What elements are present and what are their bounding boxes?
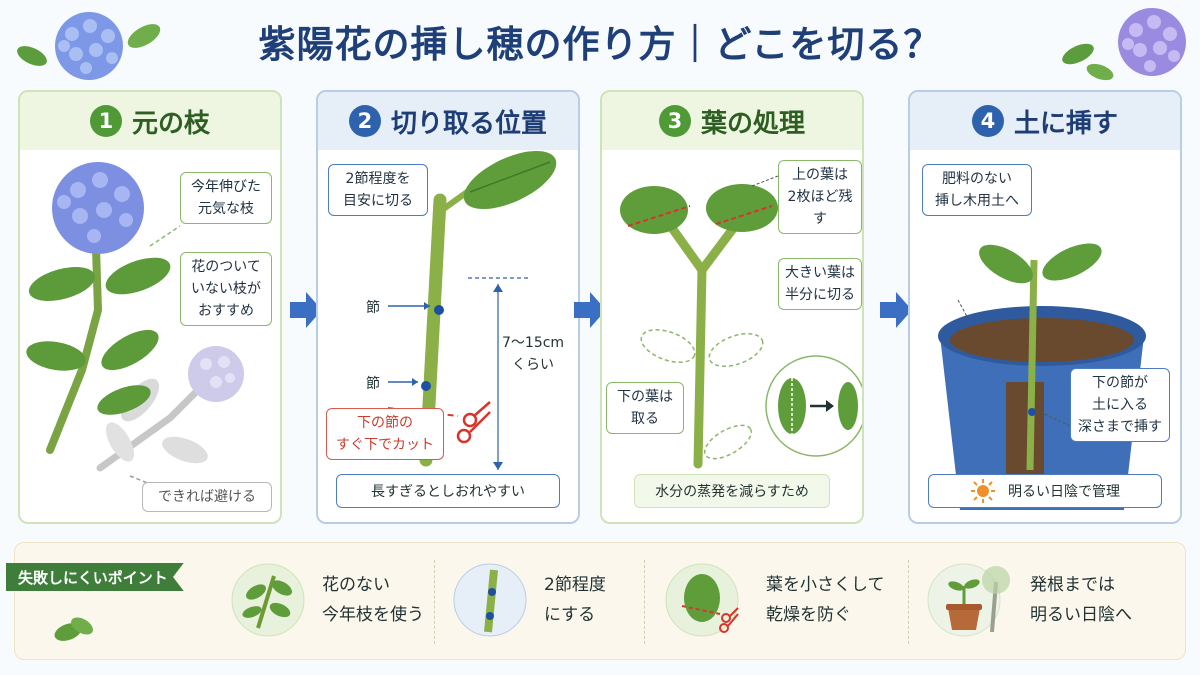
page-title: 紫陽花の挿し穂の作り方｜どこを切る？ <box>258 23 942 66</box>
step-2-footer: 長すぎるとしおれやすい <box>336 474 560 508</box>
step-4-callout-soil: 肥料のない 挿し木用土へ <box>922 164 1032 216</box>
step-3-callout-remove-lower: 下の葉は 取る <box>606 382 684 434</box>
step-3-panel: 3 葉の処理 上の葉は 2枚ほど残す 大きい葉は 半分に切る 下の葉は 取る 水… <box>600 90 864 524</box>
leaf-icon <box>54 617 93 641</box>
step-2-heading: 2 切り取る位置 <box>318 92 578 150</box>
hydrangea-right-icon <box>1062 8 1186 81</box>
arrow-right-icon <box>880 292 912 328</box>
sun-icon <box>971 479 995 503</box>
step-4-panel: 4 土に挿す 肥料のない 挿し木用土へ 下の節が 土に入る 深さまで挿す 明るい… <box>908 90 1182 524</box>
step-4-footer-text: 明るい日陰で管理 <box>1008 484 1120 500</box>
step-2-callout-two-nodes: 2節程度を 目安に切る <box>328 164 428 216</box>
step-4-heading: 4 土に挿す <box>910 92 1180 150</box>
branch-illustration <box>26 162 244 493</box>
step-3-callout-halve: 大きい葉は 半分に切る <box>778 258 862 310</box>
tip-2-text: 2節程度 にする <box>544 575 606 625</box>
tip-1-icon <box>231 563 305 637</box>
length-label: 7〜15cm くらい <box>502 335 565 373</box>
step-1-title: 元の枝 <box>131 108 210 139</box>
step-1-number: 1 <box>89 105 122 137</box>
step-1-callout-vigorous: 今年伸びた 元気な枝 <box>180 172 272 224</box>
step-4-footer: 明るい日陰で管理 <box>928 474 1162 508</box>
tip-3-icon <box>665 563 739 637</box>
step-3-number: 3 <box>658 105 691 137</box>
step-2-panel: 2 切り取る位置 2節程度を 目安に切る 節 節 7〜15cm くらい 下の節の… <box>316 90 580 524</box>
step-2-number: 2 <box>348 105 381 137</box>
arrow-right-icon <box>290 292 322 328</box>
arrow-right-icon <box>574 292 606 328</box>
scissors-icon <box>456 401 491 444</box>
tip-divider <box>908 560 909 644</box>
step-3-callout-keep-top: 上の葉は 2枚ほど残す <box>778 160 862 234</box>
node-label-lower: 節 <box>366 376 380 392</box>
tip-2-icon <box>453 563 527 637</box>
node-label-upper: 節 <box>366 300 380 316</box>
step-3-heading: 3 葉の処理 <box>602 92 862 150</box>
step-3-footer: 水分の蒸発を減らすため <box>634 474 830 508</box>
hydrangea-left-icon <box>17 12 161 80</box>
tip-1-text: 花のない 今年枝を使う <box>322 575 424 625</box>
tip-divider <box>644 560 645 644</box>
step-1-callout-avoid: できれば避ける <box>142 482 272 512</box>
step-3-title: 葉の処理 <box>700 108 805 139</box>
step-1-heading: 1 元の枝 <box>20 92 280 150</box>
tip-4-text: 発根までは 明るい日陰へ <box>1030 575 1132 625</box>
pot-icon <box>927 563 1010 637</box>
leaf-trimming-illustration <box>620 175 862 469</box>
step-1-callout-no-flower: 花のついて いない枝が おすすめ <box>180 252 272 326</box>
step-4-callout-depth: 下の節が 土に入る 深さまで挿す <box>1070 368 1170 442</box>
step-1-panel: 1 元の枝 今年伸びた 元気な枝 花のついて いな <box>18 90 282 524</box>
tip-divider <box>434 560 435 644</box>
step-4-title: 土に挿す <box>1013 108 1118 139</box>
step-4-number: 4 <box>971 105 1004 137</box>
step-2-title: 切り取る位置 <box>390 108 547 139</box>
tips-label: 失敗しにくいポイント <box>6 563 184 591</box>
tip-3-text: 葉を小さくして 乾燥を防ぐ <box>766 575 885 625</box>
step-2-callout-cut: 下の節の すぐ下でカット <box>326 408 444 460</box>
